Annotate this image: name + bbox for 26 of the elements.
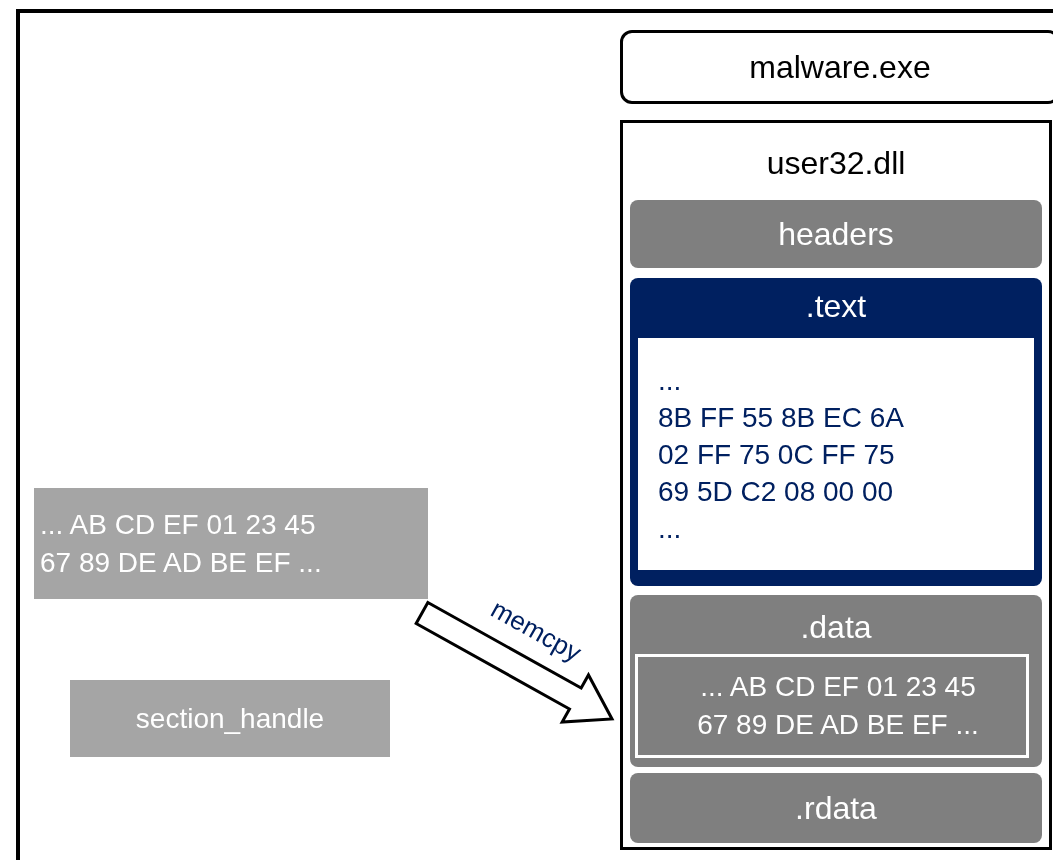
hex-line: 67 89 DE AD BE EF ... [696,708,979,742]
section-box [630,200,1042,268]
hex-line: ... [658,364,683,398]
section-title: .text [804,287,868,326]
section-title: .data [799,608,873,647]
block-arrow [414,600,615,724]
data-box [635,654,1029,758]
module-box [620,120,1052,850]
hex-line: ... AB CD EF 01 23 45 [40,507,317,542]
file-name: user32.dll [765,144,907,183]
handle-label: section_handle [135,701,325,736]
file-box [620,30,1053,104]
section-title: headers [777,215,895,254]
hex-line: 02 FF 75 0C FF 75 [658,438,896,472]
file-name: malware.exe [748,48,932,87]
section-box [630,773,1042,843]
hex-line: 69 5D C2 08 00 00 [658,475,895,509]
hex-line: ... [658,512,683,546]
section-title: .rdata [794,789,878,828]
hex-line: 8B FF 55 8B EC 6A [658,401,905,435]
data-box [34,488,428,599]
section-box [630,595,1042,767]
data-box [70,680,390,757]
section-box [630,278,1042,586]
hex-line: ... AB CD EF 01 23 45 [699,670,976,704]
hex-line: 67 89 DE AD BE EF ... [40,545,323,580]
